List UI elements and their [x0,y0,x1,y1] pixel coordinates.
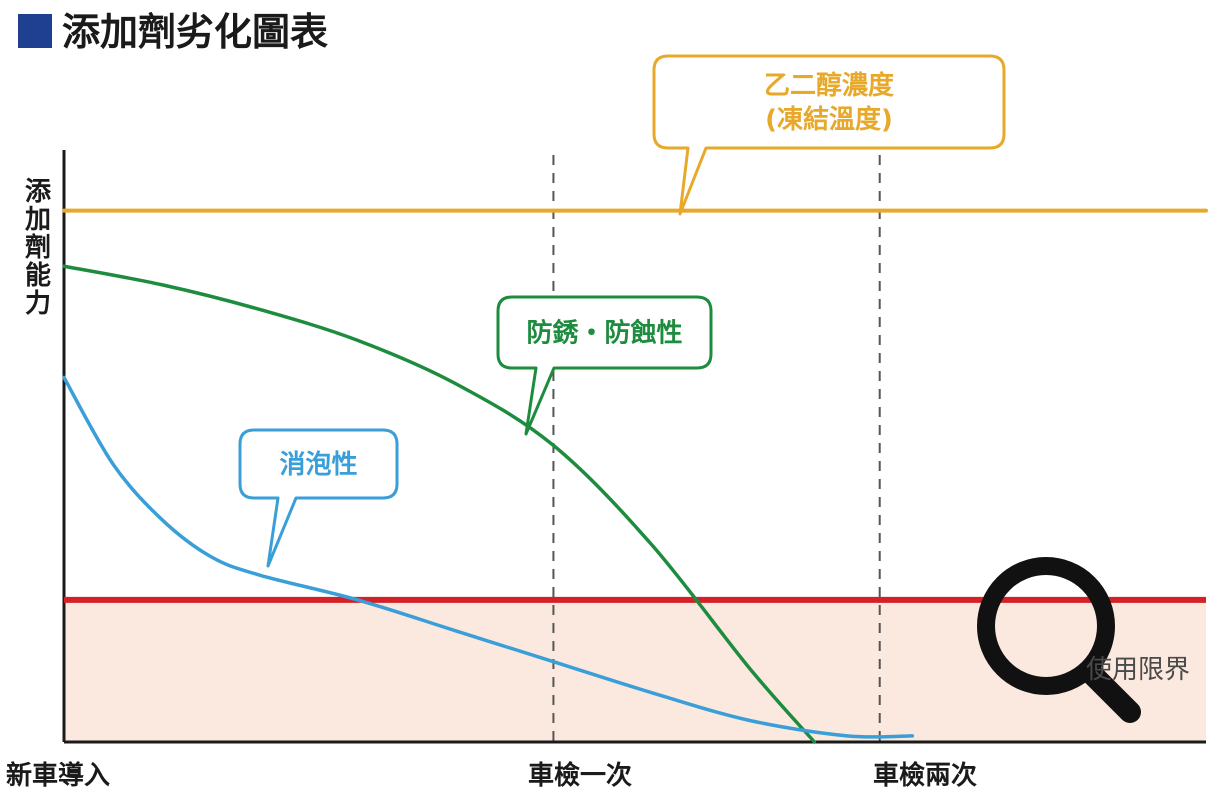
y-axis-label-char: 添 [25,177,52,207]
x-tick-label: 新車導入 [6,760,110,791]
x-tick-label: 車檢兩次 [873,760,977,791]
chart-title: 添加劑劣化圖表 [18,10,328,54]
anti-foam-callout-box [238,428,399,568]
y-axis-label-char: 力 [25,289,51,319]
inspection-markers [552,155,881,742]
series-layer [62,208,1208,744]
chart-title-text: 添加劑劣化圖表 [62,10,328,54]
glycol-callout-box [652,54,1006,216]
anti-rust-callout-label: 防銹・防蝕性 [526,318,682,349]
glycol-callout: 乙二醇濃度(凍結溫度) [652,54,1006,216]
anti-foam-callout-label: 消泡性 [279,450,357,480]
y-axis-label-char: 加 [25,205,51,235]
magnifier-icon[interactable] [977,557,1141,723]
anti-rust-callout-box [496,295,713,436]
use-limit-zone [64,599,1206,742]
use-limit-label: 使用限界 [1086,655,1190,685]
anti-rust-callout: 防銹・防蝕性 [496,295,713,436]
square-bullet-icon [18,14,52,48]
x-tick-labels: 新車導入 車檢一次 車檢兩次 [6,760,977,791]
x-tick-label: 車檢一次 [528,760,632,791]
y-axis-label-char: 能 [25,260,51,291]
anti-foam-callout: 消泡性 [238,428,399,568]
glycol-callout-label: (凍結溫度) [765,104,893,135]
glycol-callout-label: 乙二醇濃度 [764,70,894,101]
y-axis-label-char: 劑 [25,232,51,263]
anti-rust-line [62,264,817,744]
anti-foam-line [62,375,915,739]
